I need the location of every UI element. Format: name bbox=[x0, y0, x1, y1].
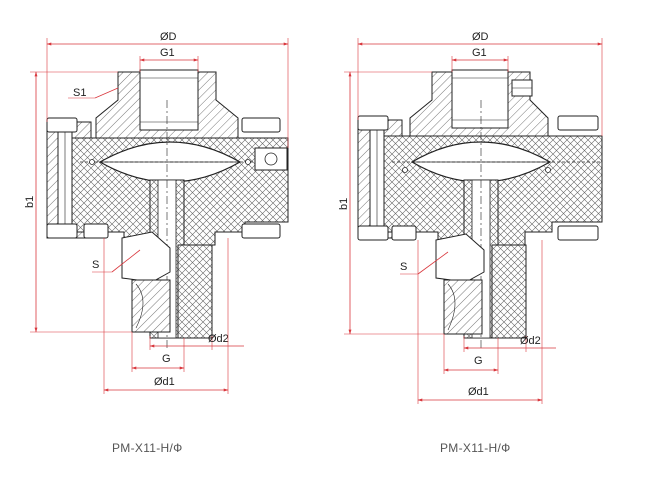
left-top-bore bbox=[139, 69, 199, 131]
left-label-s: S bbox=[92, 259, 99, 271]
right-caption: PM-X11-Н/Ф bbox=[440, 441, 511, 455]
left-nut-top-left bbox=[46, 117, 78, 133]
left-label-od2: Ød2 bbox=[208, 333, 229, 345]
left-drawing: ØD G1 S1 b1 S Ød2 G Ød1 PM-X11-Н/Ф bbox=[24, 31, 289, 455]
left-label-od1: Ød1 bbox=[154, 376, 175, 388]
right-drawing: ØD G1 b1 S Ød2 G Ød1 PM-X11-Н/Ф bbox=[338, 31, 603, 455]
right-label-g: G bbox=[474, 355, 483, 367]
left-caption: PM-X11-Н/Ф bbox=[112, 441, 183, 455]
left-nut-bottom-mid bbox=[83, 223, 109, 239]
right-label-od1: Ød1 bbox=[468, 386, 489, 398]
left-label-od: ØD bbox=[160, 31, 177, 43]
right-label-g1: G1 bbox=[472, 47, 487, 59]
left-label-s1: S1 bbox=[73, 87, 86, 99]
left-label-b1: b1 bbox=[24, 196, 36, 208]
left-nut-bottom-left bbox=[46, 223, 78, 239]
left-hex bbox=[121, 231, 171, 283]
left-nut-top-right bbox=[241, 117, 281, 133]
right-label-od2: Ød2 bbox=[520, 335, 541, 347]
left-nut-bottom-right bbox=[241, 223, 281, 239]
left-label-g1: G1 bbox=[160, 47, 175, 59]
right-label-s: S bbox=[400, 261, 407, 273]
right-label-b1: b1 bbox=[338, 198, 350, 210]
left-label-g: G bbox=[162, 353, 171, 365]
right-label-od: ØD bbox=[472, 31, 489, 43]
